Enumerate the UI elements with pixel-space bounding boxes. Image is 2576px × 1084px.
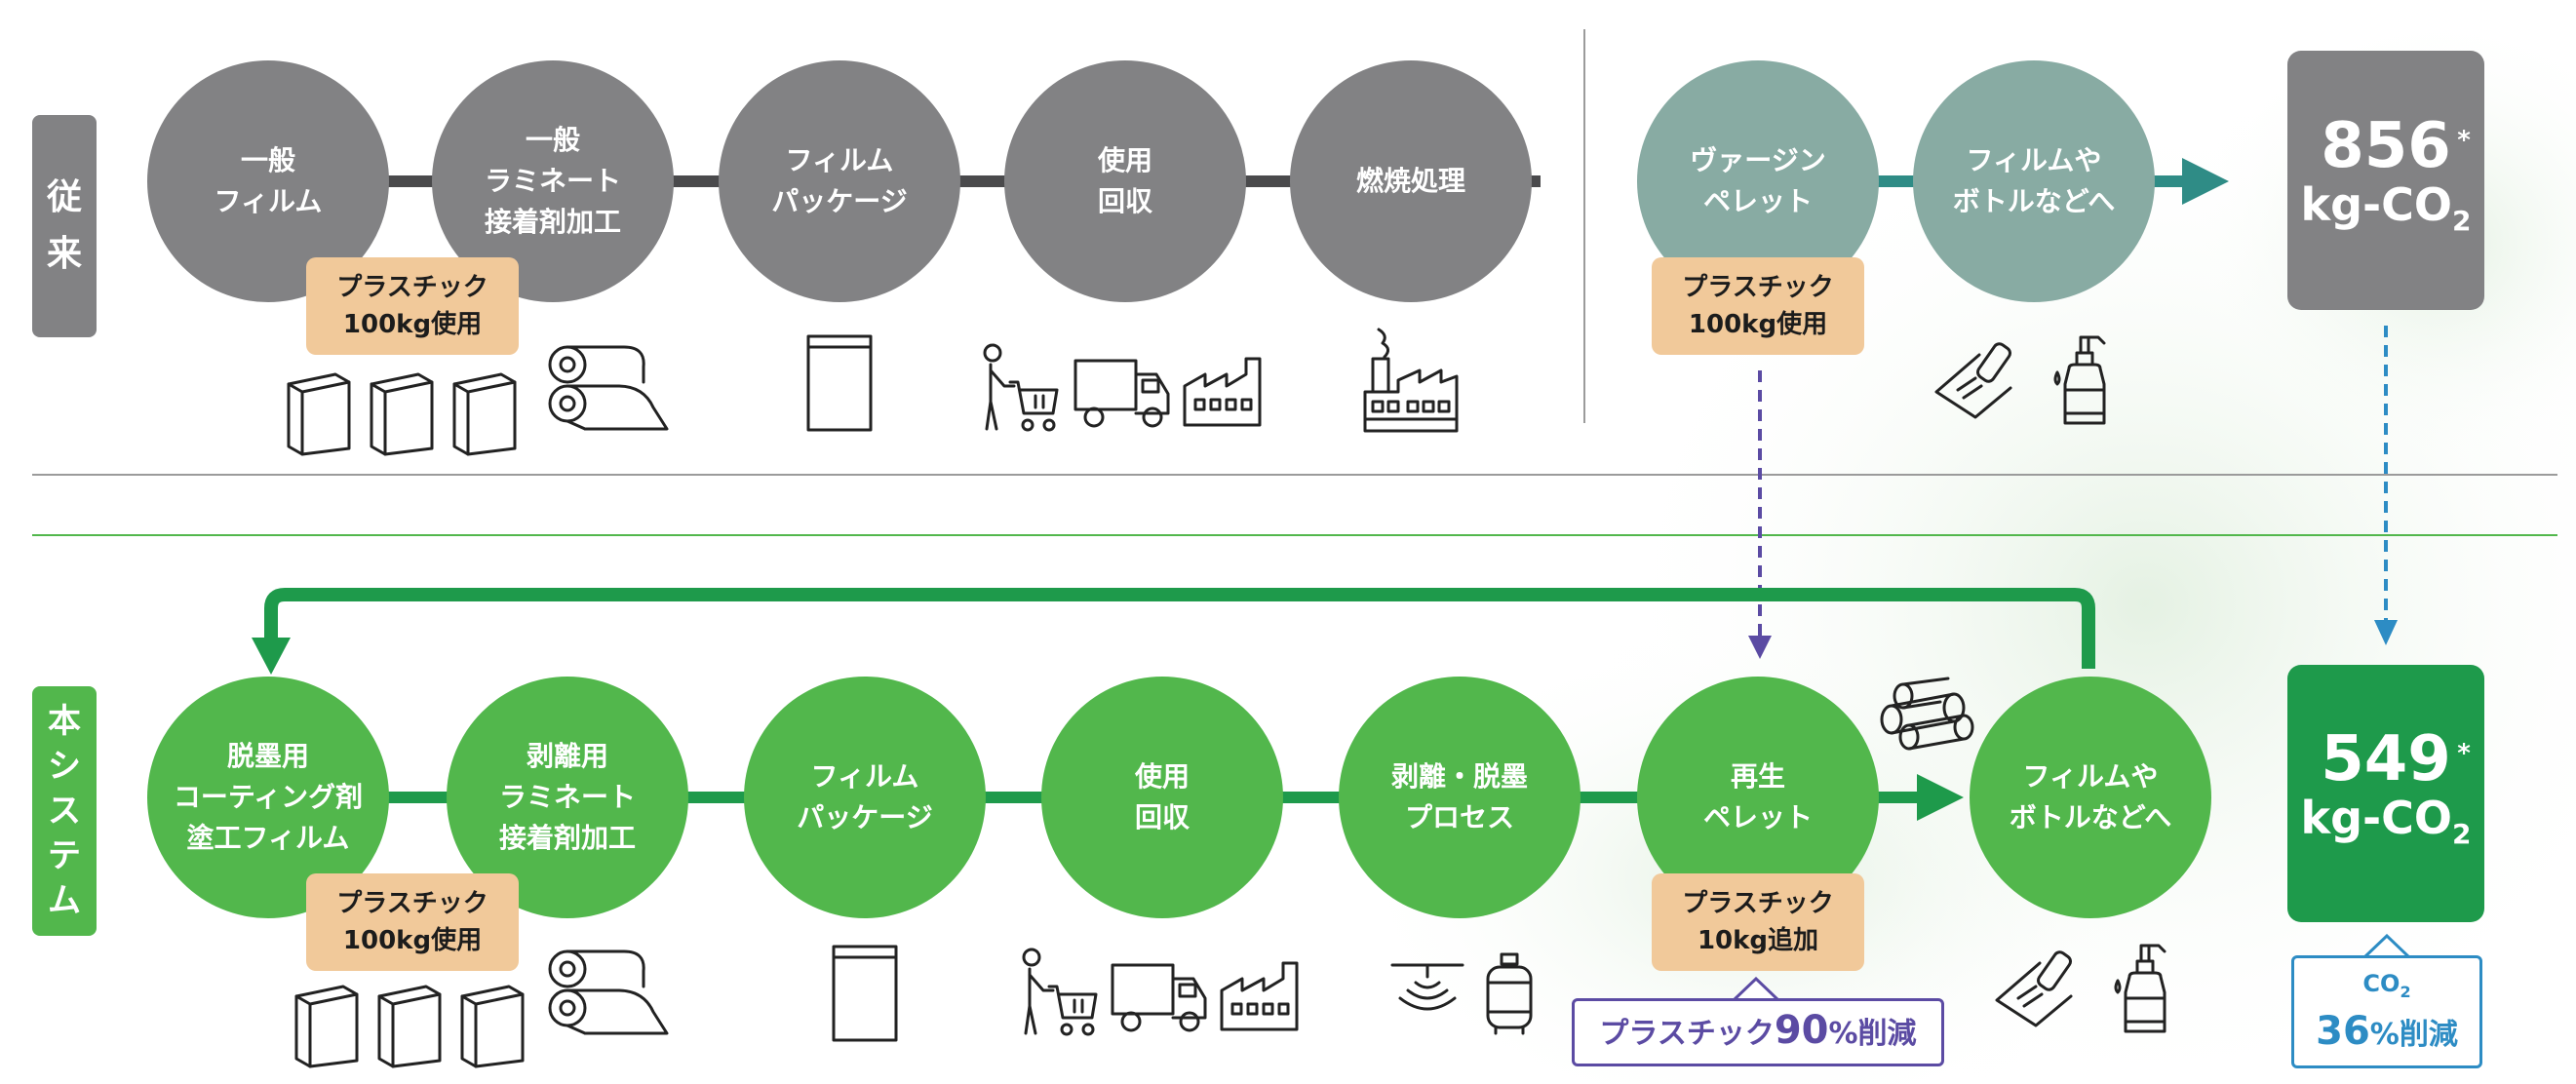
arrow-right-icon: [1917, 774, 1964, 821]
new-system-label-char: ム: [48, 881, 81, 920]
incinerator-icon: [1363, 328, 1459, 433]
film-sheet-icon: [1995, 950, 2073, 1027]
person-cart-icon: [1022, 948, 1098, 1036]
co2-subscript: 2: [2452, 818, 2472, 851]
co2-value: 856: [2321, 110, 2451, 183]
box-icon: [377, 985, 442, 1068]
new-system-label-char: ス: [48, 792, 81, 831]
footnote-mark: *: [2457, 739, 2471, 769]
step-incineration: 燃焼処理: [1290, 60, 1532, 302]
reduction-suffix: %削減: [1828, 1017, 1917, 1051]
co2-reduction-callout: CO2 36%削減: [2291, 955, 2482, 1068]
co2-subscript: 2: [2452, 205, 2472, 238]
pump-bottle-icon: [2053, 335, 2106, 425]
pump-bottle-icon: [2114, 944, 2166, 1033]
dashed-arrow-blue: [2374, 326, 2398, 645]
virgin-plastic-tag: プラスチック 100kg使用: [1652, 257, 1864, 355]
step-film-package: フィルム パッケージ: [719, 60, 960, 302]
film-sheet-icon: [1934, 342, 2012, 419]
step-to-film-bottle: フィルムや ボトルなどへ: [1913, 60, 2155, 302]
divider-gray: [32, 474, 2557, 476]
conventional-co2-box: 856* kg-CO2: [2287, 51, 2484, 310]
plastic-usage-tag: プラスチック 100kg使用: [306, 873, 519, 971]
box-icon: [460, 985, 525, 1068]
box-icon: [287, 372, 351, 456]
new-system-label: 本 シ ス テ ム: [32, 686, 97, 936]
film-roll-icon: [548, 949, 669, 1035]
step-film-package: フィルム パッケージ: [744, 677, 986, 918]
step-use-collect: 使用 回収: [1041, 677, 1283, 918]
section-divider: [1583, 29, 1585, 423]
divider-green: [32, 534, 2557, 536]
new-system-label-char: シ: [48, 747, 81, 786]
box-icon: [452, 372, 517, 456]
reduction-value: 90: [1774, 1008, 1829, 1053]
co2-reduction-value: 36: [2316, 1008, 2370, 1054]
box-icon: [294, 985, 359, 1068]
plastic-added-tag: プラスチック 10kg追加: [1652, 873, 1864, 971]
conventional-label-char: 来: [46, 234, 82, 274]
co2-unit: kg-CO: [2300, 178, 2452, 232]
step-release-deink-process: 剥離・脱墨 プロセス: [1339, 677, 1581, 918]
box-icon: [370, 372, 434, 456]
conventional-label-char: 従: [46, 177, 82, 217]
arrow-right-icon: [2182, 158, 2229, 205]
new-system-label-char: 本: [48, 702, 81, 741]
truck-icon: [1073, 359, 1170, 428]
footnote-mark: *: [2457, 126, 2471, 156]
new-system-co2-box: 549* kg-CO2: [2287, 665, 2484, 922]
new-system-label-char: テ: [48, 836, 81, 875]
truck-icon: [1111, 963, 1207, 1032]
film-rolls-icon: [1880, 677, 1974, 751]
recycle-loop-arrow: [252, 588, 2095, 675]
plastic-reduction-callout: プラスチック90%削減: [1572, 998, 1944, 1066]
co2-value: 549: [2321, 723, 2451, 796]
conventional-label: 従 来: [32, 115, 97, 337]
callout-co2-sub: 2: [2400, 982, 2411, 1001]
film-roll-icon: [548, 345, 669, 431]
factory-icon: [1220, 961, 1299, 1031]
reduction-prefix: プラスチック: [1599, 1017, 1775, 1051]
co2-reduction-suffix: %削減: [2369, 1017, 2458, 1052]
package-bag-icon: [806, 334, 873, 432]
tank-icon: [1486, 952, 1533, 1035]
co2-unit: kg-CO: [2300, 792, 2452, 845]
ultrasonic-icon: [1390, 963, 1464, 1011]
callout-co2: CO: [2362, 970, 2400, 997]
factory-icon: [1183, 357, 1262, 427]
step-use-collect: 使用 回収: [1004, 60, 1246, 302]
package-bag-icon: [832, 945, 898, 1042]
step-to-film-bottle: フィルムや ボトルなどへ: [1970, 677, 2211, 918]
person-cart-icon: [983, 343, 1059, 432]
plastic-usage-tag: プラスチック 100kg使用: [306, 257, 519, 355]
